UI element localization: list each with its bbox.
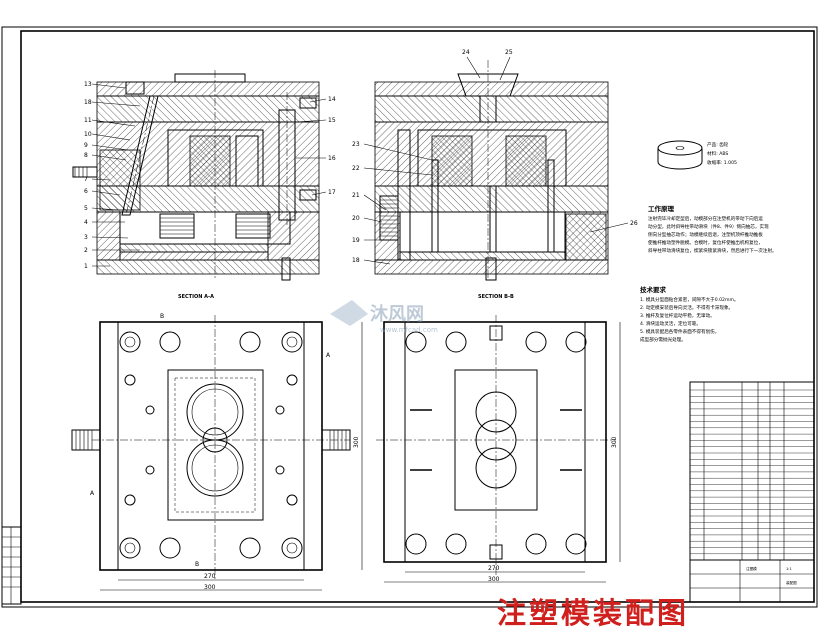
dimensions-right: 270 300 300: [384, 322, 621, 583]
callout-25: 25: [505, 49, 513, 56]
svg-text:300: 300: [611, 436, 618, 448]
callout-18-b: 18: [352, 257, 360, 264]
parts-list-table: [689, 381, 815, 561]
callouts-a-left: 13 18 11 10 9 8 7 6 5 4 3 2 1: [84, 81, 141, 270]
svg-text:2. 动定模安装后导向灵活，不得有卡滞现象。: 2. 动定模安装后导向灵活，不得有卡滞现象。: [640, 304, 733, 311]
svg-text:B: B: [195, 561, 199, 568]
svg-text:270: 270: [204, 573, 216, 580]
callout-1: 1: [84, 263, 88, 270]
callout-8: 8: [84, 152, 88, 159]
section-b-view: [374, 60, 609, 281]
svg-text:4. 滑块运动灵活，定位可靠。: 4. 滑块运动灵活，定位可靠。: [640, 320, 701, 327]
callout-26: 26: [630, 220, 638, 227]
svg-text:270: 270: [488, 565, 500, 572]
section-a-view: [72, 70, 320, 281]
callouts-a-right: 14 15 16 17: [295, 96, 336, 196]
svg-text:收缩率: 1.005: 收缩率: 1.005: [707, 159, 737, 166]
svg-text:沐风网: 沐风网: [370, 303, 424, 325]
callout-11: 11: [84, 117, 92, 124]
callout-17: 17: [328, 189, 336, 196]
callout-23: 23: [352, 141, 360, 148]
svg-text:成型部分需抛光处理。: 成型部分需抛光处理。: [640, 336, 686, 343]
callout-21: 21: [352, 192, 360, 199]
callout-22: 22: [352, 165, 360, 172]
callout-9: 9: [84, 142, 88, 149]
svg-text:注塑模: 注塑模: [746, 566, 757, 571]
svg-text:侧向分型抽芯动作；动模继续后退，注塑机顶杆推动推板: 侧向分型抽芯动作；动模继续后退，注塑机顶杆推动推板: [648, 231, 763, 238]
svg-text:工作原理: 工作原理: [648, 204, 675, 213]
callouts-b: 24 25 23 22 21 20 19 18 26: [352, 49, 638, 265]
drawing-title: 注塑模装配图: [497, 596, 689, 630]
watermark-logo: 沐风网 www.mfcad.com: [330, 300, 438, 334]
callout-15: 15: [328, 117, 336, 124]
svg-text:注射完毕冷却定型后，动模部分在注塑机的带动下向后运: 注射完毕冷却定型后，动模部分在注塑机的带动下向后运: [648, 215, 763, 222]
svg-text:斜导柱带动滑块复位，楔紧块锁紧滑块，然后进行下一次注射。: 斜导柱带动滑块复位，楔紧块锁紧滑块，然后进行下一次注射。: [648, 247, 777, 254]
svg-text:使推杆推动塑件脱模。合模时，复位杆使推出机构复位，: 使推杆推动塑件脱模。合模时，复位杆使推出机构复位，: [648, 239, 763, 246]
svg-text:B: B: [160, 313, 164, 320]
callout-14: 14: [328, 96, 336, 103]
callout-18: 18: [84, 99, 92, 106]
svg-text:技术要求: 技术要求: [640, 285, 667, 294]
callout-10: 10: [84, 131, 92, 138]
sheet-inner-border: [20, 30, 815, 603]
callout-13: 13: [84, 81, 92, 88]
technical-requirements: 技术要求 1. 模具分型面贴合紧密，间隙不大于0.02mm。 2. 动定模安装后…: [640, 285, 739, 343]
svg-text:A: A: [326, 352, 331, 359]
callout-16: 16: [328, 155, 336, 162]
svg-text:3. 推杆及复位杆运动平稳，无窜动。: 3. 推杆及复位杆运动平稳，无窜动。: [640, 312, 715, 319]
callout-2: 2: [84, 247, 88, 254]
product-info: 产品: 齿轮 材料: ABS 收缩率: 1.005: [707, 141, 737, 166]
callout-7: 7: [84, 176, 88, 183]
svg-text:产品: 齿轮: 产品: 齿轮: [707, 141, 729, 148]
section-b-label: SECTION B-B: [478, 294, 514, 300]
plan-view-right: [376, 315, 616, 575]
dimensions-left: 270 300 300 B B A A: [90, 313, 363, 591]
sheet-outer-border: [1, 26, 818, 608]
title-block: 注塑模 装配图 1:1: [689, 559, 815, 603]
callout-5: 5: [84, 205, 88, 212]
svg-text:1:1: 1:1: [786, 567, 792, 571]
svg-text:300: 300: [353, 436, 360, 448]
plan-view-left: [71, 315, 351, 580]
svg-text:A: A: [90, 490, 95, 497]
callout-19: 19: [352, 237, 360, 244]
callout-6: 6: [84, 188, 88, 195]
callout-4: 4: [84, 219, 88, 226]
callout-24: 24: [462, 49, 470, 56]
callout-3: 3: [84, 234, 88, 241]
svg-text:装配图: 装配图: [786, 580, 797, 585]
svg-text:5. 模具装配后各零件表面不得有划伤，: 5. 模具装配后各零件表面不得有划伤，: [640, 328, 719, 335]
svg-text:材料: ABS: 材料: ABS: [707, 150, 728, 157]
section-a-label: SECTION A-A: [178, 294, 214, 300]
product-gear-sketch: [657, 140, 703, 170]
svg-text:动分型，此时斜导柱带动滑块（件8、件9）侧向抽芯，实现: 动分型，此时斜导柱带动滑块（件8、件9）侧向抽芯，实现: [648, 223, 769, 230]
svg-text:www.mfcad.com: www.mfcad.com: [380, 326, 438, 334]
revision-block: [1, 526, 22, 605]
svg-text:300: 300: [204, 584, 216, 591]
callout-20: 20: [352, 215, 360, 222]
svg-text:300: 300: [488, 576, 500, 583]
svg-text:1. 模具分型面贴合紧密，间隙不大于0.02mm。: 1. 模具分型面贴合紧密，间隙不大于0.02mm。: [640, 296, 739, 303]
work-principle-notes: 工作原理 注射完毕冷却定型后，动模部分在注塑机的带动下向后运 动分型，此时斜导柱…: [648, 204, 777, 254]
